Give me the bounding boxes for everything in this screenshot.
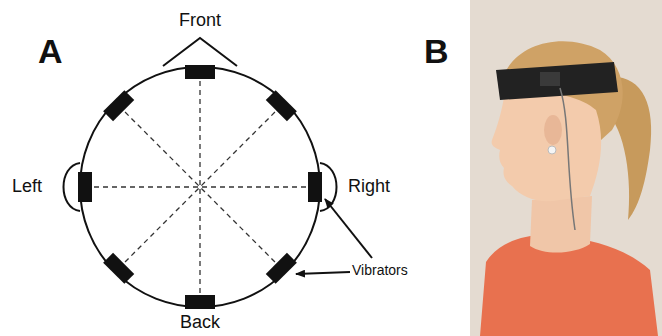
leader-arrow — [325, 199, 372, 258]
part-label: Vibrators — [352, 262, 408, 278]
direction-label: Left — [12, 176, 42, 197]
panel-letter: B — [424, 32, 449, 71]
vibrators — [78, 65, 322, 309]
direction-label: Front — [179, 10, 221, 31]
left-ear — [64, 163, 81, 211]
front-bracket — [163, 38, 237, 66]
direction-label: Back — [180, 312, 220, 333]
dashed-axes — [85, 72, 315, 302]
direction-label: Right — [348, 176, 390, 197]
head-outline — [80, 67, 320, 307]
leader-arrow — [296, 272, 350, 274]
panel-letter: A — [38, 32, 63, 71]
photo — [470, 0, 662, 336]
